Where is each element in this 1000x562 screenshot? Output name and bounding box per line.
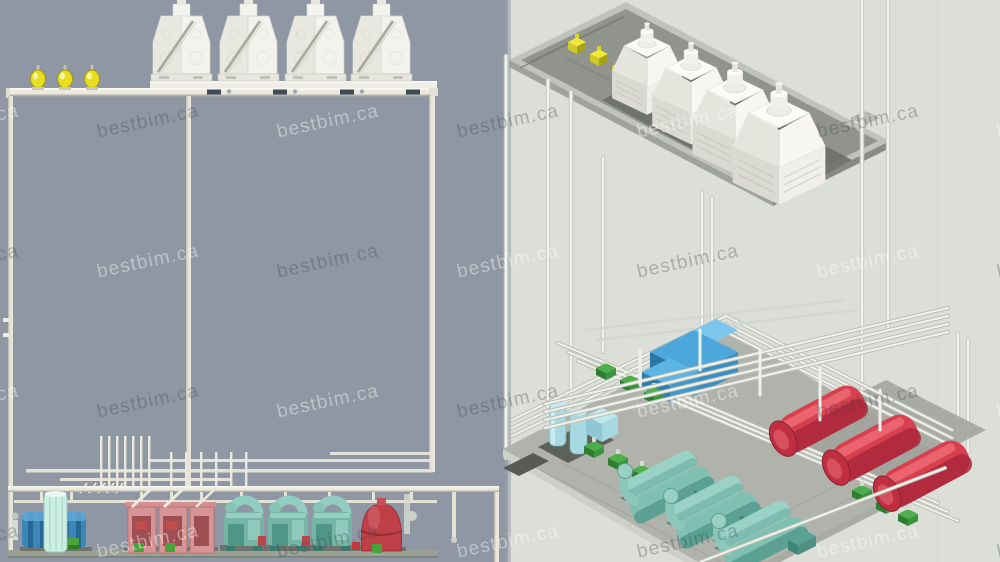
teal-chiller-group (224, 500, 352, 551)
green-pump (134, 543, 144, 552)
condenser-water-header-pipe (6, 88, 438, 98)
green-pump (372, 544, 382, 553)
green-pump (165, 543, 175, 552)
ground-edge (8, 556, 438, 558)
cyan-tank (43, 491, 68, 553)
red-expansion-tank (352, 498, 403, 553)
blue-chiller-group (11, 491, 86, 553)
ground-strip (8, 550, 438, 557)
pipe-rack-front (543, 306, 950, 562)
green-pump (68, 538, 79, 549)
pink-heat-exchanger-group (126, 486, 216, 554)
cooling-tower-rail (150, 81, 437, 88)
front-elevation-view (0, 0, 508, 562)
plant-room-piping (8, 436, 499, 543)
riser-pipes (3, 94, 499, 562)
isometric-3d-view (503, 0, 1000, 562)
